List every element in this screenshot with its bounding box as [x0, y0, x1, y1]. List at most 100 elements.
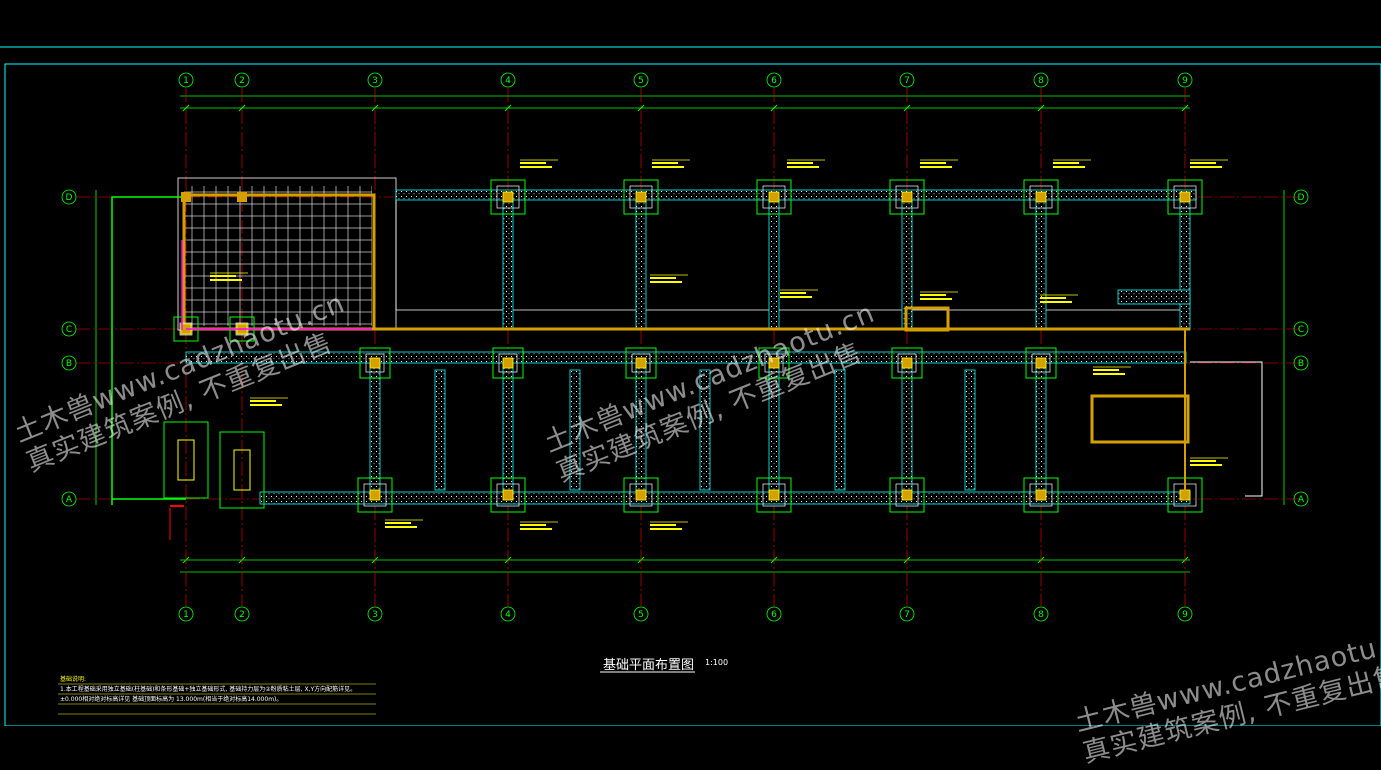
annotation-text: [520, 166, 552, 168]
grid-label: 5: [638, 76, 644, 86]
column-pad-a-column: [369, 489, 381, 501]
grid-label: C: [1298, 325, 1304, 335]
grid-label: 7: [904, 76, 910, 86]
column-pad-a-inner: [1029, 483, 1053, 507]
grid-label: 7: [904, 610, 910, 620]
grid-bubble: [61, 321, 77, 337]
column-top: [181, 192, 191, 202]
column-pad-a-column: [768, 489, 780, 501]
grid-label: A: [66, 495, 73, 505]
dimension-tick: [504, 104, 512, 112]
dimension-tick: [238, 104, 246, 112]
grid-bubble: [633, 72, 649, 88]
annotation-text: [210, 279, 242, 281]
dimension-tick: [1181, 104, 1189, 112]
strip-footing-vertical: [369, 362, 381, 494]
strip-footing-vertical: [502, 199, 514, 331]
column-pad-a-inner: [496, 483, 520, 507]
grid-bubble: [1177, 606, 1193, 622]
grid-label: 1: [183, 76, 189, 86]
grid-label: 3: [372, 610, 378, 620]
annotation-text: [920, 162, 946, 164]
annotation-text: [780, 296, 812, 298]
column-pad-a-inner: [629, 483, 653, 507]
column-pad-b-column: [502, 357, 514, 369]
column-pad-d-column: [635, 191, 647, 203]
column-pad-d-inner: [762, 185, 786, 209]
column-pad-d: [889, 179, 925, 215]
column-pad-a-column: [901, 489, 913, 501]
annotation-text: [652, 166, 684, 168]
annotation-text: [385, 526, 417, 528]
annotation-text: [920, 166, 952, 168]
dimension-tick: [770, 104, 778, 112]
column-pad-b-column: [369, 357, 381, 369]
grid-label: C: [66, 325, 72, 335]
annotation-text: [652, 162, 678, 164]
column-pad-a-inner: [895, 483, 919, 507]
strip-footing-vertical: [434, 369, 446, 491]
column-pad-a: [889, 477, 925, 513]
column-pad-b-inner: [1031, 353, 1051, 373]
annotation-text: [920, 294, 946, 296]
column-pad-b-column: [768, 357, 780, 369]
column-pad-a-inner: [762, 483, 786, 507]
isolated-footing-core: [233, 449, 251, 491]
column-pad-b: [492, 347, 524, 379]
column-pad-a: [1023, 477, 1059, 513]
annotation-text: [1190, 162, 1216, 164]
grid-bubble: [1293, 491, 1309, 507]
annotation-text: [780, 292, 806, 294]
strip-footing-vertical: [502, 362, 514, 494]
slab-edge-right: [1190, 361, 1263, 497]
annotation-text: [250, 400, 276, 402]
grid-bubble: [1293, 355, 1309, 371]
strip-footing-d: [395, 189, 1197, 201]
grid-bubble: [1177, 72, 1193, 88]
grid-bubble: [1293, 189, 1309, 205]
grid-bubble: [899, 72, 915, 88]
column-pad-a-inner: [363, 483, 387, 507]
column-pad-d: [490, 179, 526, 215]
strip-footing-vertical: [569, 369, 581, 491]
grid-bubble: [899, 606, 915, 622]
column-pad-d-inner: [1029, 185, 1053, 209]
annotation-text: [1053, 162, 1079, 164]
column-pad-b: [359, 347, 391, 379]
grid-label: 9: [1182, 76, 1188, 86]
grid-bubble: [178, 72, 194, 88]
annotation-text: [1190, 464, 1222, 466]
slab-grid: [184, 186, 372, 326]
annotation-text: [520, 162, 546, 164]
annotation-text: [210, 275, 236, 277]
grid-bubble: [1293, 321, 1309, 337]
column-pad-b: [891, 347, 923, 379]
grid-bubble: [766, 72, 782, 88]
grid-label: 8: [1038, 610, 1044, 620]
annotation-text: [1040, 301, 1072, 303]
annotation-text: [520, 524, 546, 526]
annotation-text: [1190, 166, 1222, 168]
annotation-text-red: [170, 505, 184, 507]
column-pad-b: [758, 347, 790, 379]
beam-offset: [904, 306, 950, 332]
general-notes: 基础说明: 1.本工程基础采用独立基础(柱基础)和条形基础+独立基础形式, 基础…: [60, 675, 356, 705]
strip-footing-a: [259, 491, 1191, 505]
strip-footing-vertical: [635, 199, 647, 331]
grid-label: D: [1298, 193, 1305, 203]
column-pad-a: [623, 477, 659, 513]
column-pad-d-inner: [895, 185, 919, 209]
column-pad-d-column: [1179, 191, 1191, 203]
grid-label: D: [66, 193, 73, 203]
annotation-text: [787, 166, 819, 168]
column-pad-d: [1023, 179, 1059, 215]
grid-bubble: [500, 72, 516, 88]
notes-heading: 基础说明:: [60, 676, 87, 683]
column-pad-d-column: [502, 191, 514, 203]
column-pad-b-inner: [631, 353, 651, 373]
grid-bubble: [766, 606, 782, 622]
grid-label: B: [66, 359, 72, 369]
isolated-footing-1: [163, 421, 209, 499]
